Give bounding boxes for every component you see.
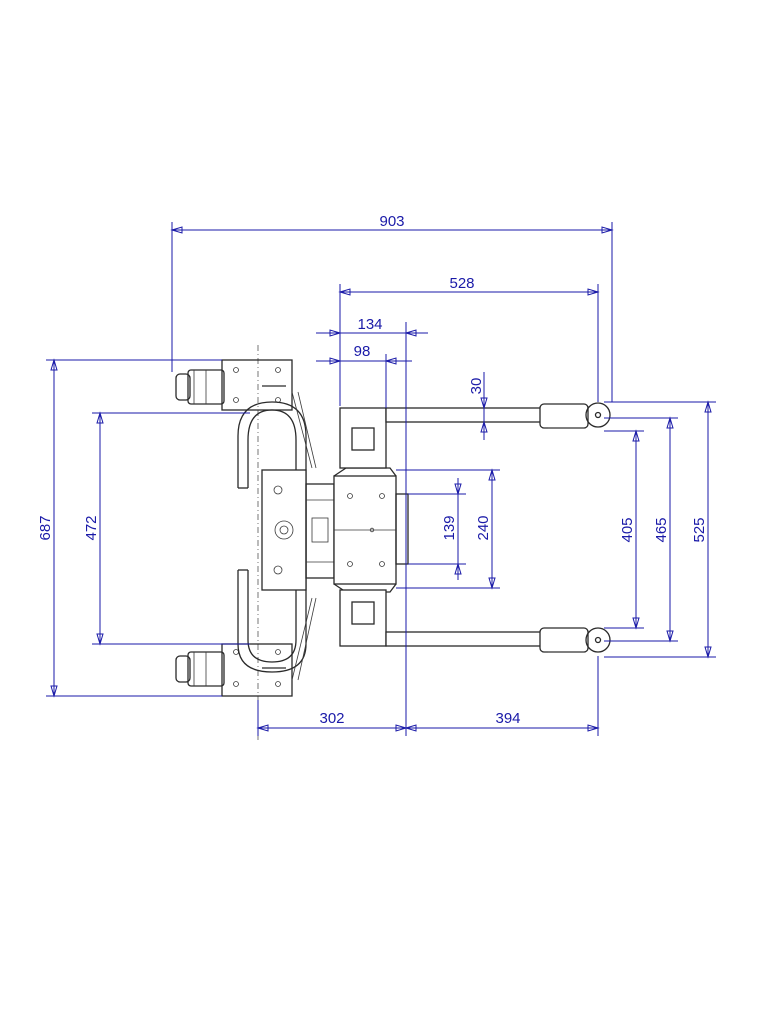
dimension-98: 98 [316,343,412,408]
dimension-687: 687 [37,358,222,698]
dimension-405: 405 [604,429,644,630]
dimension-525: 525 [604,400,716,659]
dimension-472: 472 [83,411,250,646]
dimension-30: 30 [468,372,488,440]
label-139: 139 [441,515,458,540]
machine-top-view [175,345,611,740]
label-98: 98 [354,343,371,360]
dimension-139: 139 [408,478,466,580]
label-528: 528 [449,275,474,292]
label-472: 472 [83,515,100,540]
dimension-134: 134 [316,316,428,736]
top-caster-assembly [175,359,293,411]
top-fork [339,402,611,469]
label-405: 405 [619,517,636,542]
label-903: 903 [379,213,404,230]
control-head [261,469,335,591]
dimension-240: 240 [396,468,500,590]
label-134: 134 [357,316,382,333]
label-302: 302 [319,710,344,727]
dimension-465: 465 [604,416,678,643]
label-687: 687 [37,515,54,540]
dimension-302: 302 [256,700,408,736]
carriage-plate [333,467,409,593]
label-30: 30 [468,378,485,395]
bottom-caster-assembly [175,643,293,697]
dimension-394: 394 [404,656,600,736]
dimension-annotations: 903 528 134 98 [37,213,716,736]
dimension-903: 903 [170,213,614,402]
label-394: 394 [495,710,520,727]
label-525: 525 [691,517,708,542]
bottom-fork [339,589,611,653]
label-465: 465 [653,517,670,542]
dimension-528: 528 [338,275,600,406]
label-240: 240 [475,515,492,540]
